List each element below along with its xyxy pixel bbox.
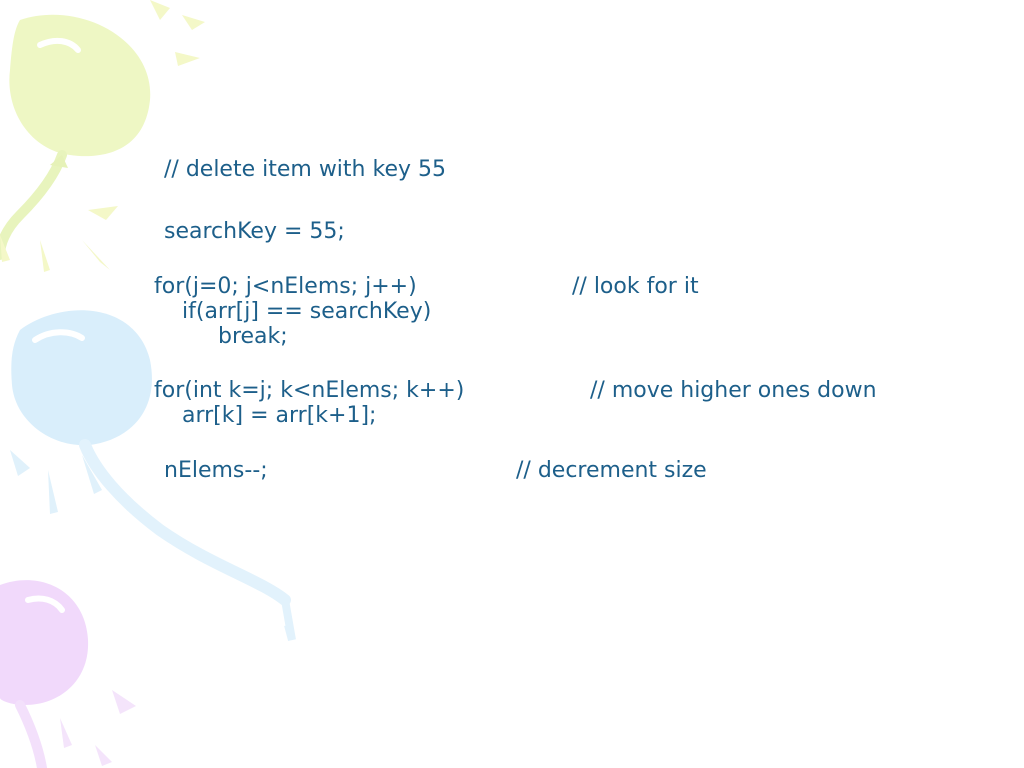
balloon-purple-icon (0, 580, 136, 768)
code-line-if: if(arr[j] == searchKey) (182, 299, 432, 324)
code-line-for-k: for(int k=j; k<nElems; k++) (154, 378, 465, 403)
code-line-decrement: nElems--; (164, 458, 268, 483)
code-comment-decrement: // decrement size (516, 458, 707, 483)
balloons-decoration (0, 0, 296, 768)
balloon-yellow-icon (0, 0, 205, 272)
code-line-break: break; (218, 324, 288, 349)
code-line-shift: arr[k] = arr[k+1]; (182, 403, 377, 428)
code-line-searchkey: searchKey = 55; (164, 219, 345, 244)
balloon-blue-icon (10, 310, 296, 642)
code-comment-delete: // delete item with key 55 (164, 157, 446, 182)
code-comment-move: // move higher ones down (590, 378, 877, 403)
code-line-for-j: for(j=0; j<nElems; j++) (154, 274, 417, 299)
code-comment-look: // look for it (572, 274, 699, 299)
